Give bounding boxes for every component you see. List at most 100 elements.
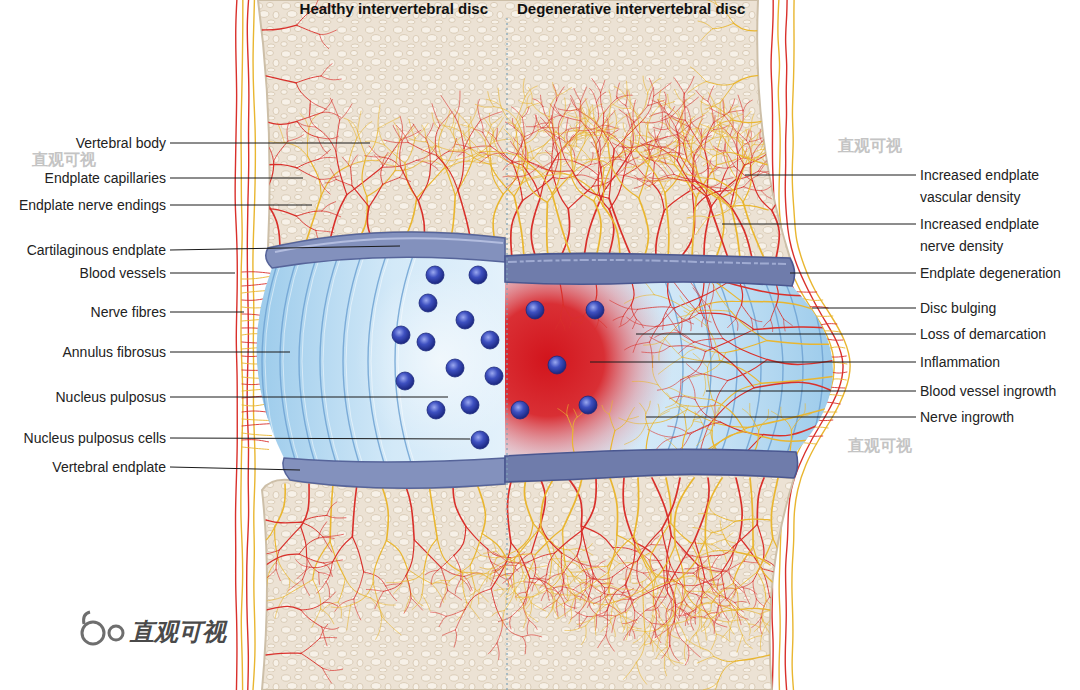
capillary [266, 520, 301, 523]
nerve-ending [771, 118, 783, 127]
nerve-ending [752, 131, 763, 140]
nerve-ending [532, 103, 549, 116]
nerve-ending [405, 138, 415, 163]
capillary [666, 610, 672, 622]
nerve-ending [528, 169, 545, 176]
nerve-ending [636, 161, 648, 169]
capillary [461, 579, 471, 591]
capillary [693, 339, 723, 343]
nerve-ending [757, 572, 766, 600]
capillary [354, 572, 364, 599]
nerve-ending [780, 623, 790, 634]
capillary [502, 620, 522, 637]
nerve-ending [645, 182, 654, 189]
nerve-ending [629, 90, 631, 108]
nerve-ending [698, 562, 700, 577]
capillary [297, 159, 319, 168]
capillary [666, 313, 679, 333]
nerve-ending [519, 100, 532, 103]
capillary [569, 318, 571, 328]
capillary [684, 94, 685, 120]
capillary [322, 211, 341, 217]
capillary [701, 603, 712, 620]
capillary [649, 146, 652, 161]
nerve-ending [725, 533, 733, 540]
capillary [609, 198, 632, 258]
nerve-ending [609, 557, 620, 564]
capillary [677, 121, 684, 133]
nerve-ending [479, 574, 490, 589]
capillary [262, 75, 296, 83]
capillary [562, 573, 564, 590]
capillary [655, 333, 679, 338]
nerve-ending [537, 153, 552, 154]
nerve-ending [613, 104, 630, 108]
nerve-ending [440, 159, 457, 161]
capillary [320, 637, 337, 639]
capillary [455, 579, 461, 594]
nerve-ending [462, 132, 481, 151]
capillary [729, 569, 736, 585]
capillary [631, 152, 636, 167]
lower-vessels [226, 478, 851, 690]
nerve-ending [726, 341, 767, 353]
nerve-ending [639, 198, 649, 258]
nerve-ending [682, 357, 720, 361]
capillary [658, 593, 668, 607]
nerve-ending [378, 105, 380, 128]
nerve-ending [607, 135, 637, 151]
nerve-ending [595, 618, 596, 636]
side-vessel [253, 0, 255, 690]
capillary [653, 161, 668, 178]
capillary [279, 527, 301, 551]
nerve-ending [565, 145, 576, 146]
nucleus-glow [355, 265, 525, 455]
capillary [757, 164, 765, 176]
capillary [625, 599, 629, 613]
nerve-ending [571, 592, 580, 601]
nerve-ending [607, 597, 621, 616]
nerve-ending [832, 610, 846, 613]
nerve-ending [724, 535, 738, 553]
ingrowth [555, 178, 836, 539]
nerve-ending [530, 566, 547, 569]
capillary [594, 577, 613, 580]
capillary [772, 184, 786, 211]
capillary [696, 91, 708, 102]
capillary [574, 89, 580, 102]
capillary [508, 574, 513, 587]
capillary [535, 575, 546, 583]
nerve-ending [527, 94, 531, 108]
capillary [750, 157, 752, 181]
nerve-ending [531, 603, 545, 611]
nerve-ending [575, 111, 577, 126]
lamella [398, 250, 418, 475]
nerve-ending [710, 405, 721, 433]
nerve-ending [554, 115, 565, 135]
capillary [749, 131, 751, 142]
nerve-ending [558, 409, 567, 416]
capillary [697, 573, 721, 586]
capillary [197, 173, 210, 184]
capillary [262, 25, 297, 30]
nerve-ending [523, 79, 525, 97]
nerve-ending [607, 566, 610, 597]
capillary [775, 145, 777, 154]
nerve-ending [768, 119, 773, 131]
capillary [319, 537, 335, 538]
capillary [556, 87, 564, 101]
capillary [713, 146, 725, 151]
capillary [688, 645, 701, 657]
nerve-ending [628, 627, 645, 631]
nerve-ending [735, 608, 770, 610]
nerve-ending [701, 96, 703, 115]
capillary [465, 589, 491, 609]
nerve-ending [658, 588, 665, 596]
capillary [589, 567, 594, 596]
nerve-ending [661, 616, 674, 636]
nerve-ending [577, 146, 590, 159]
nerve-ending [681, 135, 686, 147]
nerve-ending [475, 589, 488, 602]
capillary [583, 571, 594, 579]
nerve-ending [422, 595, 430, 611]
